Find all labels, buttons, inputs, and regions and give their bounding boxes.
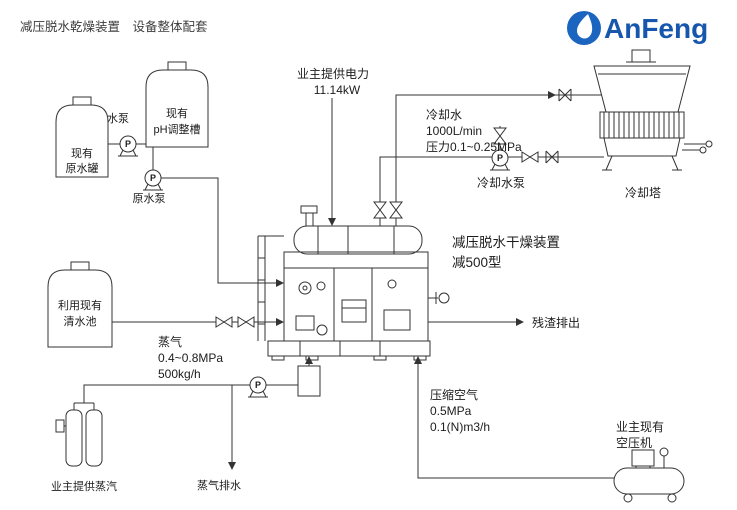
raw-water-pump-label: 原水泵 (133, 192, 166, 205)
arrow-power-down (328, 218, 336, 226)
residue-label: 残渣排出 (532, 316, 580, 330)
anfeng-logo: AnFeng (567, 11, 708, 45)
arrow-into-machine-clearwater (276, 318, 284, 326)
drying-machine (257, 205, 450, 397)
tower-fill-hatch (603, 112, 680, 138)
pump-symbol: P (497, 153, 503, 163)
cooling-water-label-2: 1000L/min (426, 124, 482, 138)
arrow-drain-down (228, 462, 236, 470)
labels: 减压脱水乾燥装置 设备整体配套 现有 原水罐 现有 pH调整槽 利用现有 清水池… (20, 19, 664, 493)
machine-label-2: 减500型 (452, 255, 502, 270)
water-pump: P (118, 135, 138, 157)
steam-cylinders (55, 409, 103, 467)
water-pump-label: 水泵 (107, 112, 129, 125)
arrow-residue-right (516, 318, 524, 326)
ph-adjust-tank (145, 61, 209, 148)
air-compressor (613, 447, 685, 503)
cooling-water-label-1: 冷却水 (426, 108, 462, 122)
check-valve-icon (545, 150, 559, 164)
valve-icon (215, 316, 233, 328)
pump-symbol: P (125, 139, 131, 149)
page-title: 减压脱水乾燥装置 设备整体配套 (20, 19, 208, 34)
compressor-label-1: 业主现有 (616, 420, 664, 434)
steam-label-1: 蒸气 (158, 334, 182, 349)
cooling-water-pump: P (490, 149, 510, 171)
steam-pump: P (248, 376, 268, 398)
arrow-cooling-right (548, 91, 556, 99)
cooling-tower-label: 冷却塔 (625, 186, 661, 200)
clear-water-pool (47, 261, 113, 348)
power-label-2: 11.14kW (314, 83, 361, 97)
valves (215, 88, 572, 328)
machine-label-1: 减压脱水干燥装置 (452, 235, 560, 250)
air-label-3: 0.1(N)m3/h (430, 420, 490, 434)
raw-tank-label-1: 现有 (71, 146, 93, 160)
cooling-pump-label: 冷却水泵 (477, 176, 525, 190)
ph-tank-label-2: pH调整槽 (153, 122, 200, 136)
clear-pool-label-1: 利用现有 (58, 298, 102, 312)
power-label-1: 业主提供电力 (297, 66, 369, 81)
air-label-2: 0.5MPa (430, 404, 472, 418)
raw-water-pump: P (143, 169, 163, 191)
raw-tank-label-2: 原水罐 (66, 162, 99, 175)
steam-label-2: 0.4~0.8MPa (158, 351, 223, 365)
logo-text: AnFeng (604, 13, 708, 44)
piping-lines (73, 94, 706, 479)
arrow-into-machine-feed (276, 279, 284, 287)
clear-pool-label-2: 清水池 (64, 315, 97, 328)
compressor-label-2: 空压机 (616, 436, 652, 450)
cooling-tower (593, 49, 713, 171)
valve-icon (521, 151, 539, 163)
valve-icon (237, 316, 255, 328)
check-valve-icon (558, 88, 572, 102)
cooling-water-label-3: 压力0.1~0.25MPa (426, 140, 522, 154)
air-label-1: 压缩空气 (430, 387, 478, 402)
pump-symbol: P (150, 173, 156, 183)
steam-supply-label: 业主提供蒸汽 (51, 479, 117, 493)
machine-railing (257, 235, 284, 341)
steam-trap-box (297, 365, 321, 397)
steam-label-3: 500kg/h (158, 367, 201, 381)
valve-icon (389, 201, 403, 219)
raw-water-tank (55, 96, 109, 178)
valve-icon (493, 127, 507, 145)
pump-symbol: P (255, 380, 261, 390)
ph-tank-label-1: 现有 (166, 106, 188, 120)
steam-drain-label: 蒸气排水 (197, 478, 241, 492)
valve-icon (373, 201, 387, 219)
